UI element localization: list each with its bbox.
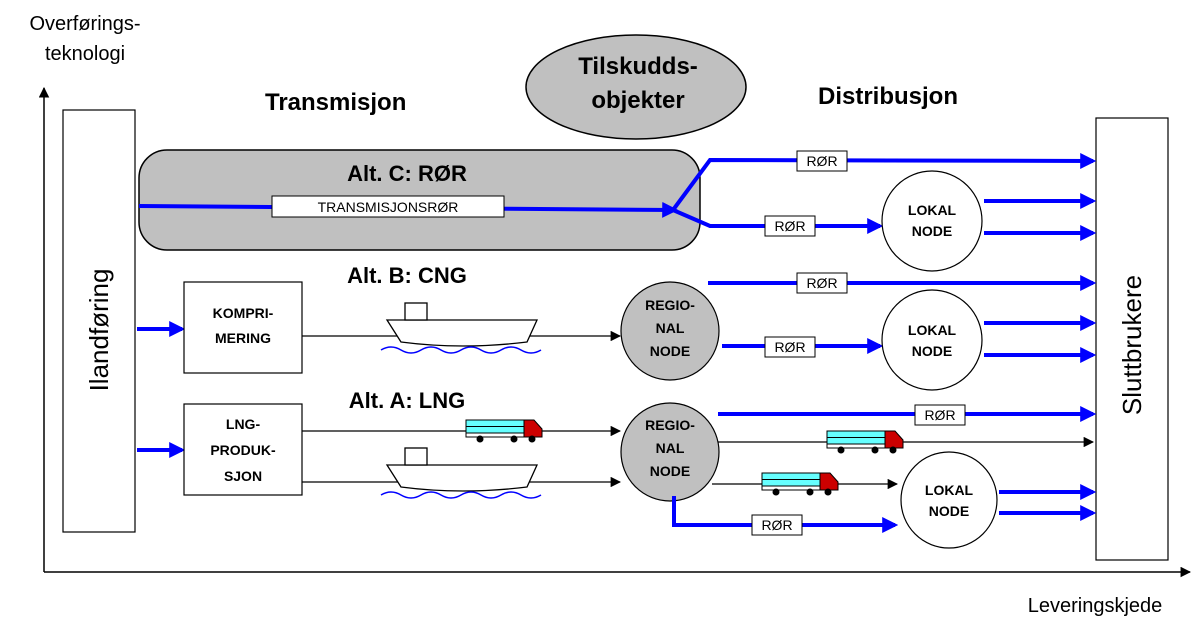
pipe-label-a1: RØR: [924, 407, 955, 423]
regional-node-a-line1: REGIO-: [645, 417, 695, 433]
local-node-a-line1: LOKAL: [925, 482, 974, 498]
pipe-label-box-c1: [796, 150, 848, 172]
regional-node-b-line3: NODE: [650, 343, 690, 359]
regional-node-b-line1: REGIO-: [645, 297, 695, 313]
subsidy-objects-ellipse: [525, 34, 747, 140]
compression-line1: KOMPRI-: [213, 305, 274, 321]
y-axis-label-line2: teknologi: [45, 43, 125, 65]
alt-b-label: Alt. B: CNG: [347, 263, 467, 288]
landing-box: [62, 109, 136, 533]
local-node-b-line1: LOKAL: [908, 322, 957, 338]
transmission-heading: Transmisjon: [265, 89, 406, 116]
pipe-label-box-c2: [764, 215, 816, 237]
lng-production-line1: LNG-: [226, 416, 261, 432]
local-node-c-line1: LOKAL: [908, 202, 957, 218]
pipe-label-a2: RØR: [761, 517, 792, 533]
transmission-pipe-box: [271, 195, 505, 218]
truck-to-end-users-icon: [826, 430, 904, 454]
pipe-label-box-a1: [914, 404, 966, 426]
y-axis-label-line1: Overførings-: [29, 13, 140, 35]
truck-to-local-node-icon: [761, 472, 839, 496]
transmission-pipe-label: TRANSMISJONSRØR: [318, 199, 459, 215]
distribution-heading: Distribusjon: [818, 83, 958, 110]
pipe-regional-a-to-local: [672, 496, 899, 533]
cng-ship-icon: [380, 302, 542, 354]
local-node-c-line2: NODE: [912, 223, 952, 239]
local-node-b: [881, 289, 983, 391]
compression-box: [183, 281, 303, 374]
regional-node-a-line3: NODE: [650, 463, 690, 479]
pipe-label-c2: RØR: [774, 218, 805, 234]
regional-node-b: [620, 281, 720, 381]
subsidy-objects-line1: Tilskudds-: [578, 53, 698, 80]
pipe-label-c1: RØR: [806, 153, 837, 169]
lng-ship-icon: [380, 447, 542, 499]
x-axis-label: Leveringskjede: [1028, 595, 1163, 617]
local-node-c: [881, 170, 983, 272]
landing-label: Ilandføring: [84, 269, 114, 392]
lng-production-line2: PRODUK-: [210, 442, 276, 458]
regional-node-b-line2: NAL: [656, 320, 685, 336]
end-users-label: Sluttbrukere: [1117, 275, 1147, 415]
local-node-a-line2: NODE: [929, 503, 969, 519]
pipe-lower-branch: [672, 208, 884, 234]
pipe-label-box-b2: [764, 336, 816, 358]
alt-c-label: Alt. C: RØR: [347, 161, 467, 186]
lng-production-box: [183, 403, 303, 496]
end-users-box: [1095, 117, 1169, 561]
pipe-label-box-a2: [751, 514, 803, 536]
pipe-label-b1: RØR: [806, 275, 837, 291]
local-node-a: [900, 451, 998, 549]
alt-a-label: Alt. A: LNG: [349, 388, 466, 413]
lng-truck-icon: [465, 419, 543, 443]
pipe-upper-branch: [671, 152, 1097, 212]
local-node-b-line2: NODE: [912, 343, 952, 359]
regional-node-a-line2: NAL: [656, 440, 685, 456]
compression-line2: MERING: [215, 330, 271, 346]
pipe-label-b2: RØR: [774, 339, 805, 355]
subsidy-objects-line2: objekter: [591, 87, 684, 114]
lng-production-line3: SJON: [224, 468, 262, 484]
pipe-label-box-b1: [796, 272, 848, 294]
regional-node-a: [620, 402, 720, 502]
